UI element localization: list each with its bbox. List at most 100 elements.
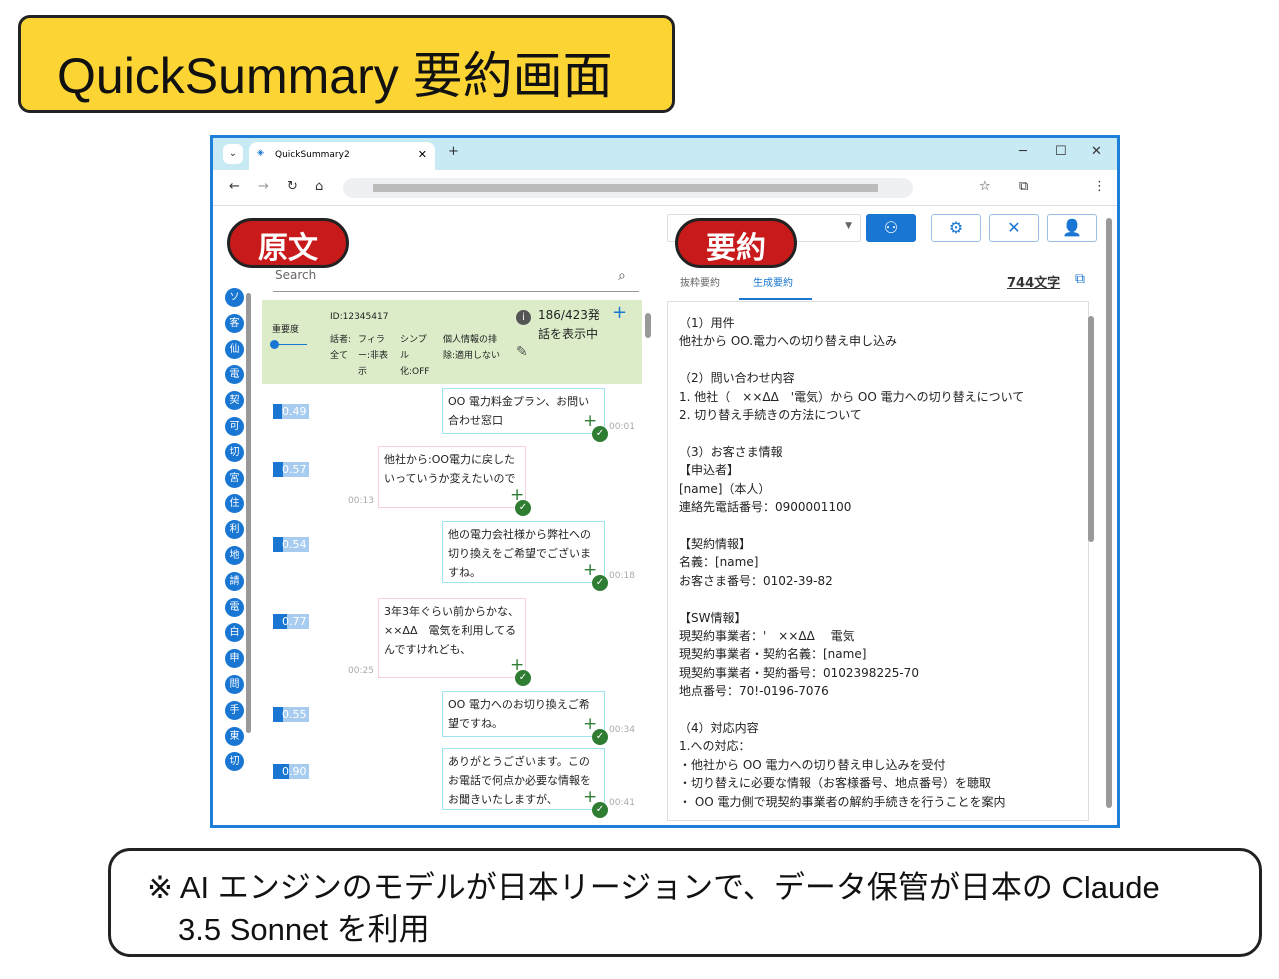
copy-icon[interactable]: ⧉ [1075, 271, 1085, 287]
speaker-chip[interactable]: 手 [225, 700, 244, 720]
bookmark-star-icon[interactable]: ☆ [979, 179, 991, 194]
speaker-chip[interactable]: 問 [225, 675, 244, 694]
char-count: 744文字 [1007, 276, 1061, 291]
score-fill [273, 404, 282, 419]
check-icon[interactable]: ✓ [515, 670, 531, 686]
user-icon[interactable]: 👤 [1047, 214, 1097, 242]
browser-window: ⌄ ◈QuickSummary2✕ + ─ ☐ ✕ ← → ↻ ⌂ ☆ ⧉ ⋮ … [210, 135, 1120, 828]
transcript-scrollbar[interactable] [645, 313, 651, 338]
check-icon[interactable]: ✓ [515, 500, 531, 516]
minimize-button[interactable]: ─ [1019, 144, 1027, 159]
speaker-chip[interactable]: 申 [225, 649, 244, 669]
speaker-chip[interactable]: 電 [225, 365, 244, 385]
tab-close-icon[interactable]: ✕ [417, 148, 427, 161]
info-icon[interactable]: i [516, 310, 531, 325]
check-icon[interactable]: ✓ [592, 426, 608, 442]
timestamp: 00:18 [609, 571, 635, 581]
add-to-summary-icon[interactable]: + [583, 714, 598, 734]
utterance-bubble[interactable]: 他社から:OO電力に戻したいっていうか変えたいので [378, 446, 526, 508]
call-id: ID:12345417 [330, 312, 389, 322]
close-icon[interactable]: ✕ [989, 214, 1039, 242]
relevance-score: 0.55 [273, 707, 309, 722]
new-tab-button[interactable]: + [448, 144, 459, 159]
search-icon[interactable]: ⌕ [618, 268, 626, 284]
add-to-summary-icon[interactable]: + [583, 411, 598, 431]
speaker-chip[interactable]: 利 [225, 520, 244, 540]
timestamp: 00:34 [609, 725, 635, 735]
relevance-score: 0.54 [273, 537, 309, 552]
browser-tab[interactable]: ◈ QuickSummary2 ✕ [249, 142, 435, 170]
page-scrollbar[interactable] [1106, 218, 1112, 808]
timestamp: 00:13 [348, 496, 374, 506]
tab-search-icon[interactable]: ⌄ [223, 144, 243, 164]
speaker-chip[interactable]: 請 [225, 571, 244, 591]
tab-bar: ⌄ ◈ QuickSummary2 ✕ + ─ ☐ ✕ [213, 138, 1117, 170]
forward-icon[interactable]: → [258, 179, 269, 194]
add-to-summary-icon[interactable]: + [583, 787, 598, 807]
search-input[interactable]: Search [275, 268, 317, 282]
add-to-summary-icon[interactable]: + [510, 655, 525, 675]
chevron-down-icon: ▼ [845, 221, 852, 231]
home-icon[interactable]: ⌂ [315, 179, 324, 194]
add-to-summary-icon[interactable]: + [583, 560, 598, 580]
add-to-summary-icon[interactable]: + [510, 485, 525, 505]
app-favicon-icon: ◈ [257, 148, 264, 158]
speaker-chip[interactable]: 客 [225, 313, 244, 333]
summary-scrollbar[interactable] [1088, 316, 1094, 542]
utterance-bubble[interactable]: ありがとうございます。このお電話で何点か必要な情報をお聞きいたしますが、 [442, 748, 605, 810]
speaker-chip[interactable]: 可 [225, 417, 244, 436]
score-fill [273, 764, 290, 779]
generate-summary-button[interactable]: ⚇ [866, 214, 916, 242]
speaker-chip[interactable]: 地 [225, 546, 244, 565]
check-icon[interactable]: ✓ [592, 729, 608, 745]
privacy-setting[interactable]: 個人情報の排除:適用しない [443, 335, 501, 361]
speaker-chip[interactable]: 東 [225, 726, 244, 746]
relevance-score: 0.49 [273, 404, 309, 419]
edit-pencil-icon[interactable]: ✎ [516, 344, 528, 360]
check-icon[interactable]: ✓ [592, 802, 608, 818]
timestamp: 00:01 [609, 422, 635, 432]
utterance-bubble[interactable]: 他の電力会社様から弊社への切り換えをご希望でございますね。 [442, 521, 605, 583]
tab-generated-summary[interactable]: 生成要約 [753, 278, 793, 289]
utterance-bubble[interactable]: 3年3年ぐらい前からかな、 ××ΔΔ 電気を利用してるんですけれども、 [378, 598, 526, 678]
importance-label: 重要度 [272, 325, 300, 335]
score-value: 0.55 [282, 708, 307, 721]
score-value: 0.49 [282, 405, 307, 418]
relevance-score: 0.77 [273, 614, 309, 629]
tab-extract-summary[interactable]: 抜粋要約 [680, 278, 720, 289]
speaker-filter[interactable]: 話者:全て [330, 335, 352, 361]
address-bar-row: ← → ↻ ⌂ ☆ ⧉ ⋮ [213, 170, 1117, 206]
close-window-button[interactable]: ✕ [1091, 144, 1102, 159]
summary-text: （1）用件 他社から OO.電力への切り替え申し込み （2）問い合わせ内容 1.… [667, 301, 1089, 821]
speaker-chip[interactable]: 契 [225, 391, 244, 411]
speaker-chip[interactable]: 切 [225, 752, 244, 772]
speaker-chip[interactable]: 切 [225, 442, 244, 462]
utterance-bubble[interactable]: OO 電力料金プラン、お問い合わせ窓口 [442, 388, 605, 434]
filler-setting[interactable]: フィラー:非表示 [358, 335, 389, 377]
speaker-chip[interactable]: 仙 [225, 339, 244, 359]
add-icon[interactable]: + [612, 302, 628, 323]
relevance-score: 0.57 [273, 462, 309, 477]
footnote: ※ AI エンジンのモデルが日本リージョンで、データ保管が日本の Claude … [108, 848, 1262, 957]
chip-scrollbar[interactable] [246, 293, 251, 733]
speaker-chip[interactable]: 電 [225, 597, 244, 617]
simplify-setting[interactable]: シンプル化:OFF [400, 335, 430, 377]
settings-gear-icon[interactable]: ⚙ [931, 214, 981, 242]
score-fill [273, 614, 287, 629]
tab-title: QuickSummary2 [275, 150, 350, 160]
speaker-chip[interactable]: 宮 [225, 468, 244, 488]
utterance-bubble[interactable]: OO 電力へのお切り換えご希望ですね。 [442, 691, 605, 737]
speaker-chip[interactable]: ソ [225, 288, 244, 307]
speaker-chip[interactable]: 白 [225, 623, 244, 643]
summary-badge: 要約 [675, 218, 797, 268]
reload-icon[interactable]: ↻ [287, 179, 298, 194]
check-icon[interactable]: ✓ [592, 575, 608, 591]
extensions-icon[interactable]: ⧉ [1019, 179, 1029, 194]
menu-icon[interactable]: ⋮ [1093, 179, 1106, 194]
back-icon[interactable]: ← [229, 179, 240, 194]
url-field[interactable] [343, 178, 913, 198]
speaker-chip[interactable]: 住 [225, 494, 244, 514]
transcript-header: 重要度 ID:12345417 話者:全て フィラー:非表示 シンプル化:OFF… [262, 300, 642, 384]
maximize-button[interactable]: ☐ [1055, 144, 1067, 159]
importance-slider[interactable] [270, 340, 307, 349]
